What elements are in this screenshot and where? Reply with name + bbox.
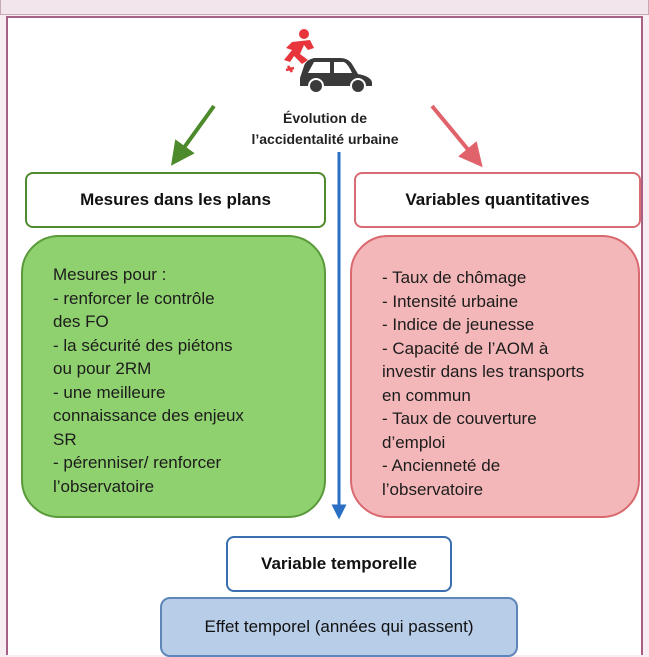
variables-line: en commun xyxy=(382,385,471,405)
panel-variables: - Taux de chômage - Intensité urbaine - … xyxy=(350,235,640,518)
effet-temporel-box: Effet temporel (années qui passent) xyxy=(160,597,518,657)
variables-line: - Indice de jeunesse xyxy=(382,315,535,334)
variables-line: - Ancienneté de xyxy=(382,456,501,475)
mesures-line: l’observatoire xyxy=(53,476,155,496)
mesures-line: des FO xyxy=(53,312,109,331)
green-arrow xyxy=(170,104,216,166)
title-line-2: l’accidentalité urbaine xyxy=(251,131,399,147)
mesures-line: Mesures pour : xyxy=(53,265,167,284)
variables-line: d’emploi xyxy=(382,432,446,452)
mesures-line: SR xyxy=(53,429,77,449)
red-arrow xyxy=(430,104,483,168)
header-variable-temporelle: Variable temporelle xyxy=(226,536,452,592)
mesures-line: - renforcer le contrôle xyxy=(53,288,215,308)
mesures-line: - la sécurité des piétons xyxy=(53,335,233,355)
panel-mesures: Mesures pour : - renforcer le contrôle d… xyxy=(21,235,326,518)
mesures-line: - pérenniser/ renforcer xyxy=(53,453,222,472)
header-mesures-plans: Mesures dans les plans xyxy=(25,172,326,228)
mesures-line: - une meilleure xyxy=(53,382,166,402)
title-line-1: Évolution de xyxy=(283,110,367,126)
variables-line: - Intensité urbaine xyxy=(382,291,519,311)
variables-line: - Capacité de l’AOM à xyxy=(382,338,549,358)
mesures-line: ou pour 2RM xyxy=(53,359,152,378)
variables-line: - Taux de couverture xyxy=(382,409,537,428)
diagram-title: Évolution de l’accidentalité urbaine xyxy=(240,108,410,150)
variables-line: investir dans les transports xyxy=(382,362,585,381)
mesures-line: connaissance des enjeux xyxy=(53,406,244,425)
header-variables-quantitatives: Variables quantitatives xyxy=(354,172,641,228)
car-pedestrian-accident-icon xyxy=(270,26,382,98)
variables-line: l’observatoire xyxy=(382,479,484,499)
variables-line: - Taux de chômage xyxy=(382,268,527,287)
